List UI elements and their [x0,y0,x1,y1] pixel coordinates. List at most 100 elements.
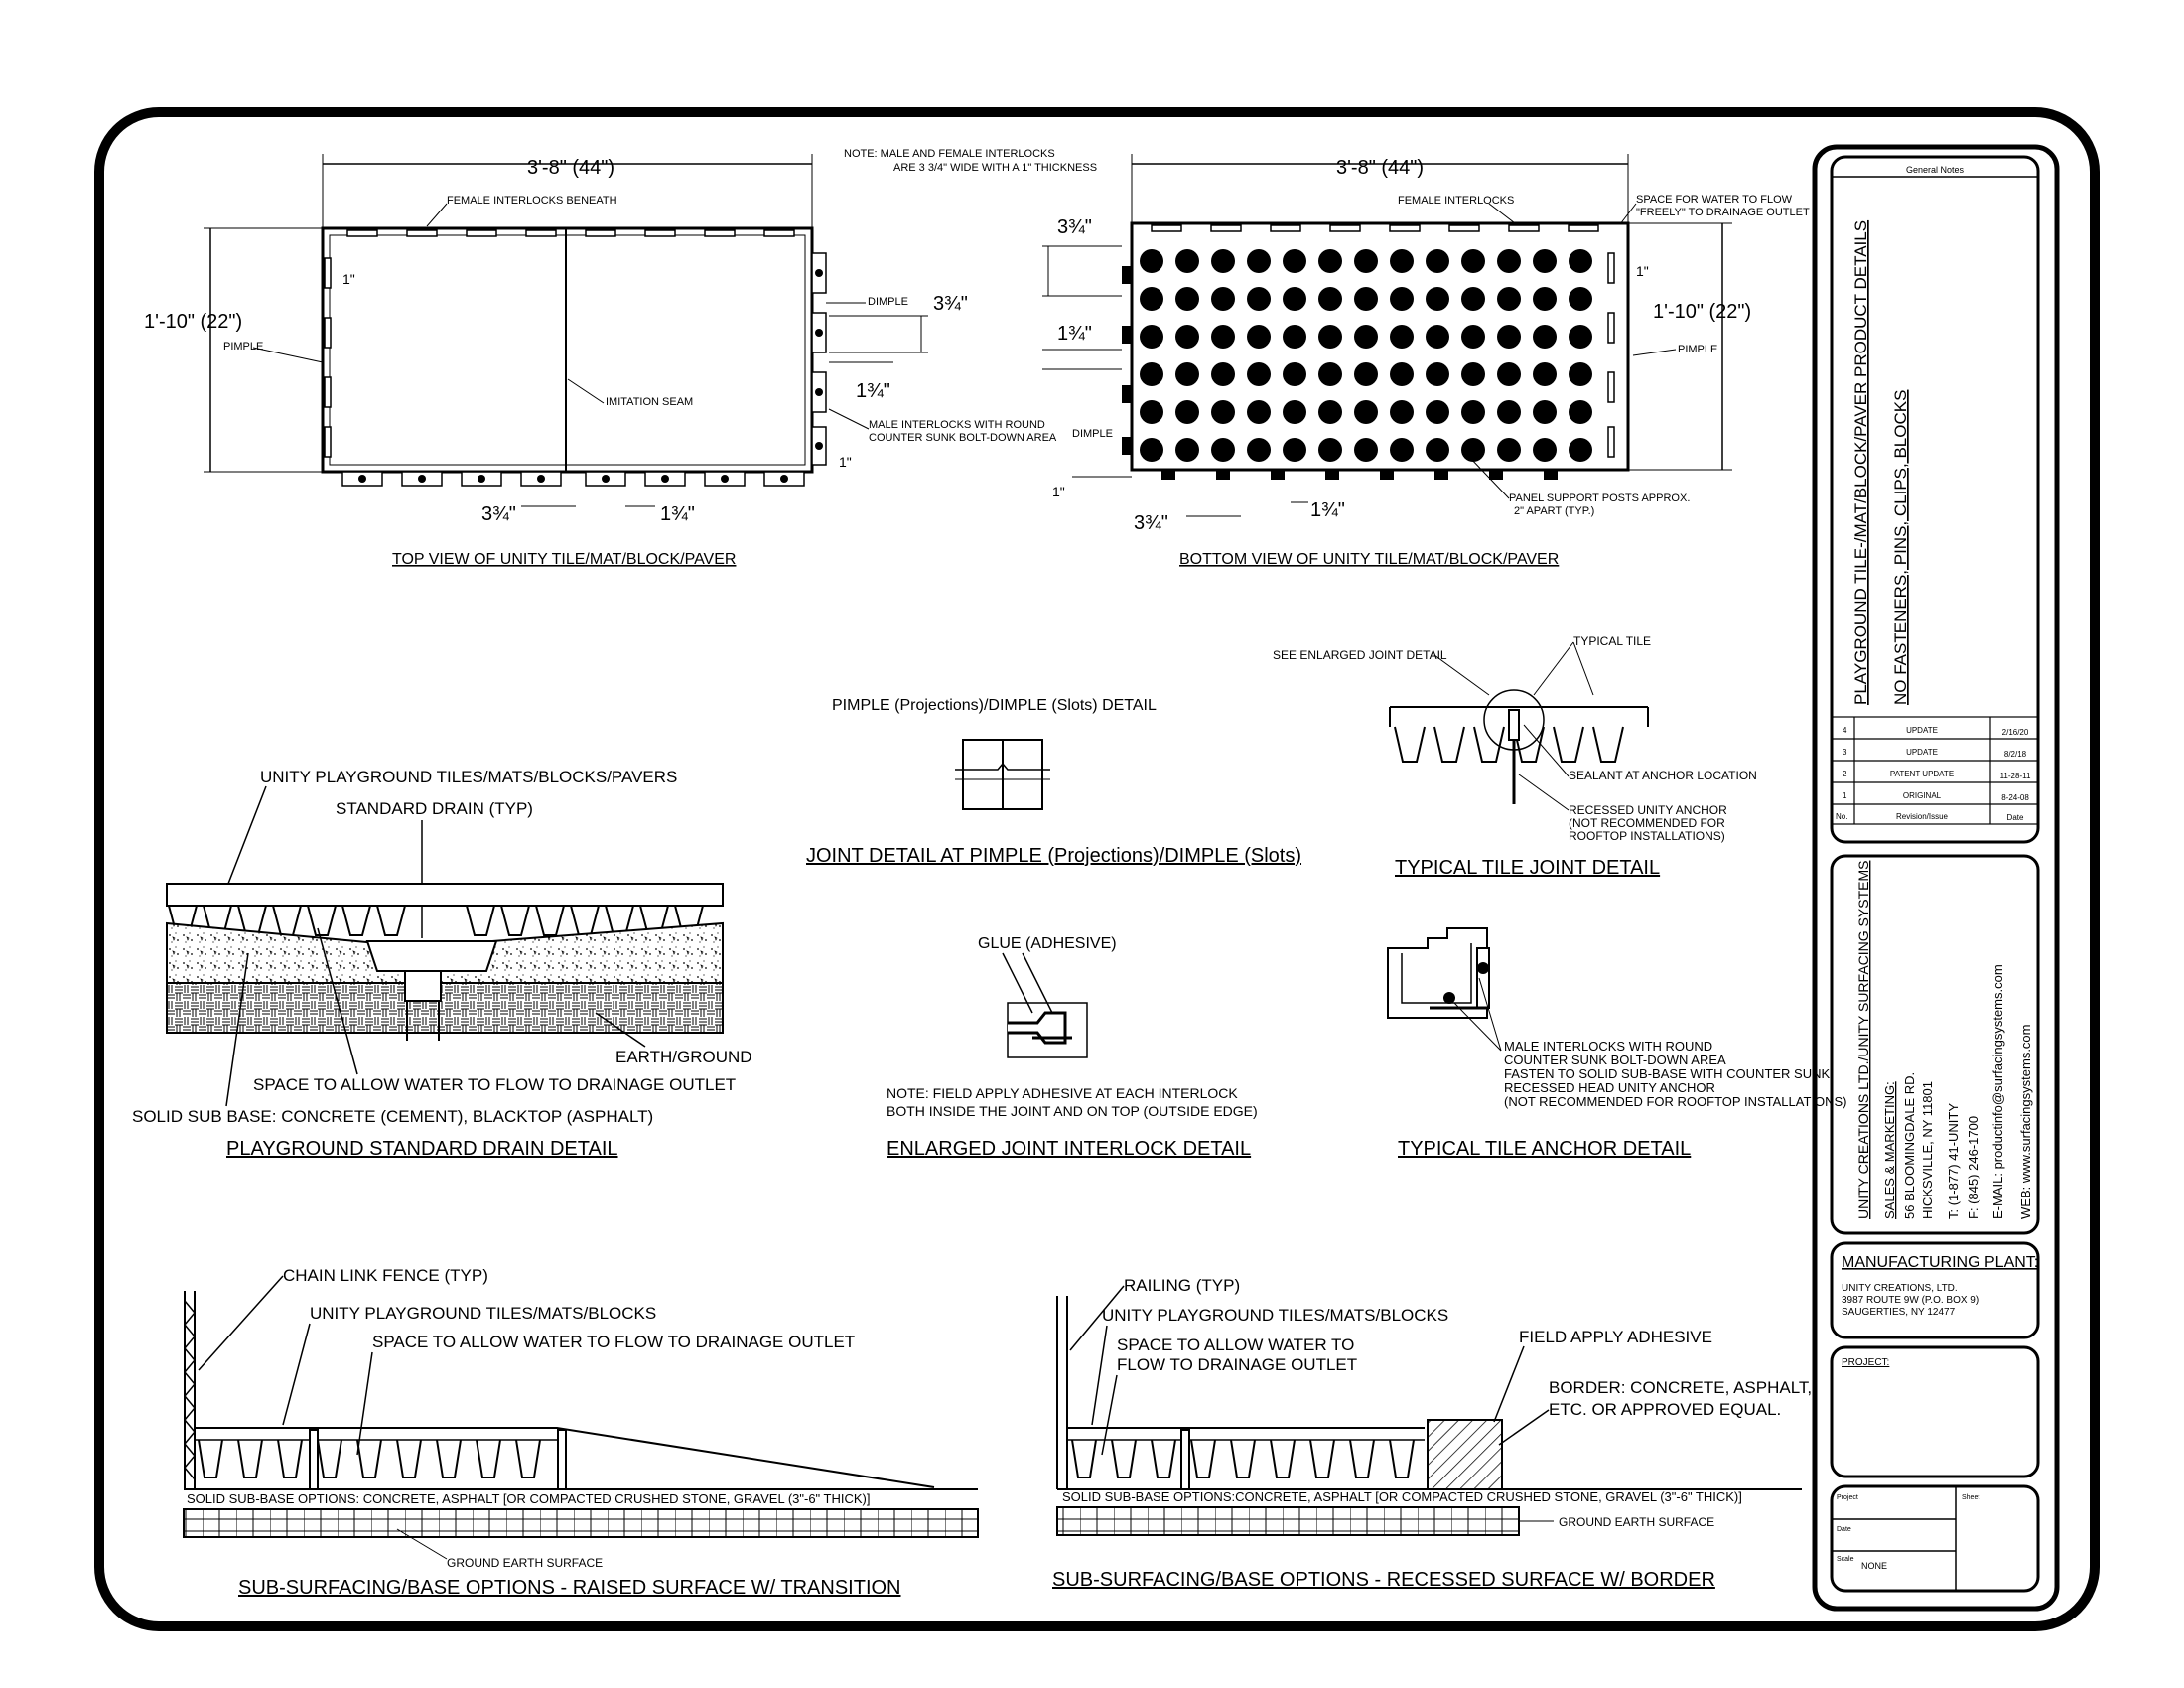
top-male-label-2: COUNTER SUNK BOLT-DOWN AREA [869,432,1057,444]
sales-address-1: 56 BLOOMINGDALE RD. [1902,1072,1917,1219]
top-female-label: FEMALE INTERLOCKS BENEATH [447,195,617,207]
typical-joint-title: TYPICAL TILE JOINT DETAIL [1395,857,1660,879]
bottom-female-label: FEMALE INTERLOCKS [1398,195,1514,207]
drain-standard-label: STANDARD DRAIN (TYP) [336,799,533,818]
scale-value: NONE [1861,1561,1887,1571]
recessed-space-label-2: FLOW TO DRAINAGE OUTLET [1117,1355,1357,1374]
bottom-view-diagram: 3'-8" (44") FEMALE INTERLOCKS SPACE FOR … [1042,154,1810,568]
rev-header-date: Date [2007,813,2024,822]
company-name: UNITY CREATIONS LTD./UNITY SURFACING SYS… [1855,861,1871,1219]
raised-surface-diagram: CHAIN LINK FENCE (TYP) UNITY PLAYGROUND … [183,1266,979,1599]
recessed-adhesive-label: FIELD APPLY ADHESIVE [1519,1328,1712,1346]
top-view-diagram: 3'-8" (44") NOTE: MALE AND FEMALE INTERL… [144,148,1097,568]
general-notes-label: General Notes [1906,165,1965,175]
project-field-label: Project [1837,1494,1858,1501]
interlock-note-2: BOTH INSIDE THE JOINT AND ON TOP (OUTSID… [887,1103,1258,1119]
recessed-space-label-1: SPACE TO ALLOW WATER TO [1117,1336,1354,1354]
plant-label: MANUFACTURING PLANT: [1842,1254,2038,1271]
sheet-field-label: Sheet [1962,1494,1979,1501]
typical-joint-recessed-2: (NOT RECOMMENDED FOR [1569,816,1725,830]
fax: F: (845) 246-1700 [1966,1116,1980,1219]
raised-solid-label: SOLID SUB-BASE OPTIONS: CONCRETE, ASPHAL… [187,1491,871,1506]
drain-detail-diagram: UNITY PLAYGROUND TILES/MATS/BLOCKS/PAVER… [132,768,752,1160]
top-note-1: NOTE: MALE AND FEMALE INTERLOCKS [844,148,1055,160]
rev-no-3: 3 [1843,748,1847,757]
interlock-note-1: NOTE: FIELD APPLY ADHESIVE AT EACH INTER… [887,1085,1238,1101]
sales-label: SALES & MARKETING: [1882,1081,1897,1219]
rev-issue-4: UPDATE [1906,726,1938,735]
drain-earth-label: EARTH/GROUND [615,1048,752,1066]
bottom-space-label-1: SPACE FOR WATER TO FLOW [1636,194,1793,206]
revision-table [1831,716,2039,825]
bottom-one-inch-left: 1" [1052,484,1065,499]
bottom-posts-label-2: 2" APART (TYP.) [1514,505,1594,517]
recessed-tiles-label: UNITY PLAYGROUND TILES/MATS/BLOCKS [1102,1306,1448,1325]
plant-line-1: UNITY CREATIONS, LTD. [1842,1283,1958,1294]
top-width-dim: 3'-8" (44") [527,157,614,179]
joint-detail-title: JOINT DETAIL AT PIMPLE (Projections)/DIM… [806,845,1301,867]
bottom-view-title: BOTTOM VIEW OF UNITY TILE/MAT/BLOCK/PAVE… [1179,551,1559,568]
scale-field-label: Scale [1837,1556,1854,1563]
plant-line-3: SAUGERTIES, NY 12477 [1842,1307,1956,1318]
bottom-one-q-left: 1¾" [1057,323,1092,345]
raised-tiles-label: UNITY PLAYGROUND TILES/MATS/BLOCKS [310,1304,656,1323]
bottom-height-dim: 1'-10" (22") [1653,301,1751,323]
top-dimple-label: DIMPLE [868,296,908,308]
typical-joint-diagram: SEE ENLARGED JOINT DETAIL TYPICAL TILE S… [1273,634,1757,879]
bottom-one-q-bottom: 1¾" [1310,499,1345,521]
top-one-q-right: 1¾" [856,380,890,402]
drawing-title-1: PLAYGROUND TILE-/MAT/BLOCK/PAVER PRODUCT… [1851,220,1870,705]
date-field-label: Date [1837,1526,1851,1533]
top-note-2: ARE 3 3/4" WIDE WITH A 1" THICKNESS [893,162,1097,174]
top-one-q-bottom: 1¾" [660,503,695,525]
rev-header-no: No. [1836,812,1847,821]
typical-joint-recessed-1: RECESSED UNITY ANCHOR [1569,803,1727,817]
top-three-q-bottom: 3¾" [481,503,516,525]
top-one-inch: 1" [342,271,355,287]
rev-date-3: 8/2/18 [2004,750,2027,759]
top-view-title: TOP VIEW OF UNITY TILE/MAT/BLOCK/PAVER [392,551,736,568]
phone: T: (1-877) 41-UNITY [1946,1103,1961,1219]
drain-tiles-label: UNITY PLAYGROUND TILES/MATS/BLOCKS/PAVER… [260,768,677,786]
raised-space-label: SPACE TO ALLOW WATER TO FLOW TO DRAINAGE… [372,1333,855,1351]
recessed-surface-diagram: RAILING (TYP) UNITY PLAYGROUND TILES/MAT… [1052,1276,1812,1591]
interlock-glue-label: GLUE (ADHESIVE) [978,935,1117,952]
interlock-detail-title: ENLARGED JOINT INTERLOCK DETAIL [887,1138,1251,1160]
bottom-pimple-label: PIMPLE [1678,344,1717,355]
anchor-label-1: MALE INTERLOCKS WITH ROUND [1504,1039,1712,1054]
bottom-three-q-left: 3¾" [1057,216,1092,238]
typical-joint-sealant: SEALANT AT ANCHOR LOCATION [1569,769,1757,782]
bottom-dimple-label: DIMPLE [1072,428,1113,440]
anchor-detail-diagram: MALE INTERLOCKS WITH ROUND COUNTER SUNK … [1387,927,1847,1160]
rev-issue-2: PATENT UPDATE [1890,770,1954,778]
plant-line-2: 3987 ROUTE 9W (P.O. BOX 9) [1842,1295,1979,1306]
rev-no-1: 1 [1843,791,1847,800]
drain-solid-label: SOLID SUB BASE: CONCRETE (CEMENT), BLACK… [132,1107,653,1126]
raised-ground-label: GROUND EARTH SURFACE [447,1556,603,1570]
rev-issue-1: ORIGINAL [1903,791,1942,800]
top-pimple-label: PIMPLE [223,341,263,352]
recessed-border-label-1: BORDER: CONCRETE, ASPHALT, [1549,1378,1812,1397]
top-imitation-label: IMITATION SEAM [606,396,693,408]
joint-detail-diagram: PIMPLE (Projections)/DIMPLE (Slots) DETA… [806,697,1301,867]
raised-title: SUB-SURFACING/BASE OPTIONS - RAISED SURF… [238,1577,901,1599]
anchor-detail-title: TYPICAL TILE ANCHOR DETAIL [1398,1138,1691,1160]
recessed-solid-label: SOLID SUB-BASE OPTIONS:CONCRETE, ASPHALT… [1062,1489,1742,1504]
typical-joint-see: SEE ENLARGED JOINT DETAIL [1273,648,1447,662]
top-one-inch-right: 1" [839,454,852,470]
anchor-label-5: (NOT RECOMMENDED FOR ROOFTOP INSTALLATIO… [1504,1094,1847,1109]
typical-joint-recessed-3: ROOFTOP INSTALLATIONS) [1569,829,1725,843]
bottom-posts-label-1: PANEL SUPPORT POSTS APPROX. [1509,492,1690,504]
recessed-title: SUB-SURFACING/BASE OPTIONS - RECESSED SU… [1052,1569,1715,1591]
rev-issue-3: UPDATE [1906,748,1938,757]
sales-address-2: HICKSVILLE, NY 11801 [1920,1081,1935,1219]
bottom-one-inch-right: 1" [1636,263,1649,279]
bottom-three-q-bottom: 3¾" [1134,512,1168,534]
anchor-label-4: RECESSED HEAD UNITY ANCHOR [1504,1080,1715,1095]
email: E-MAIL: productinfo@surfacingsystems.com [1990,964,2005,1219]
recessed-railing-label: RAILING (TYP) [1124,1276,1240,1295]
rev-header-issue: Revision/Issue [1896,812,1949,821]
typical-joint-tile: TYPICAL TILE [1573,634,1651,648]
rev-date-2: 11-28-11 [2000,772,2031,780]
